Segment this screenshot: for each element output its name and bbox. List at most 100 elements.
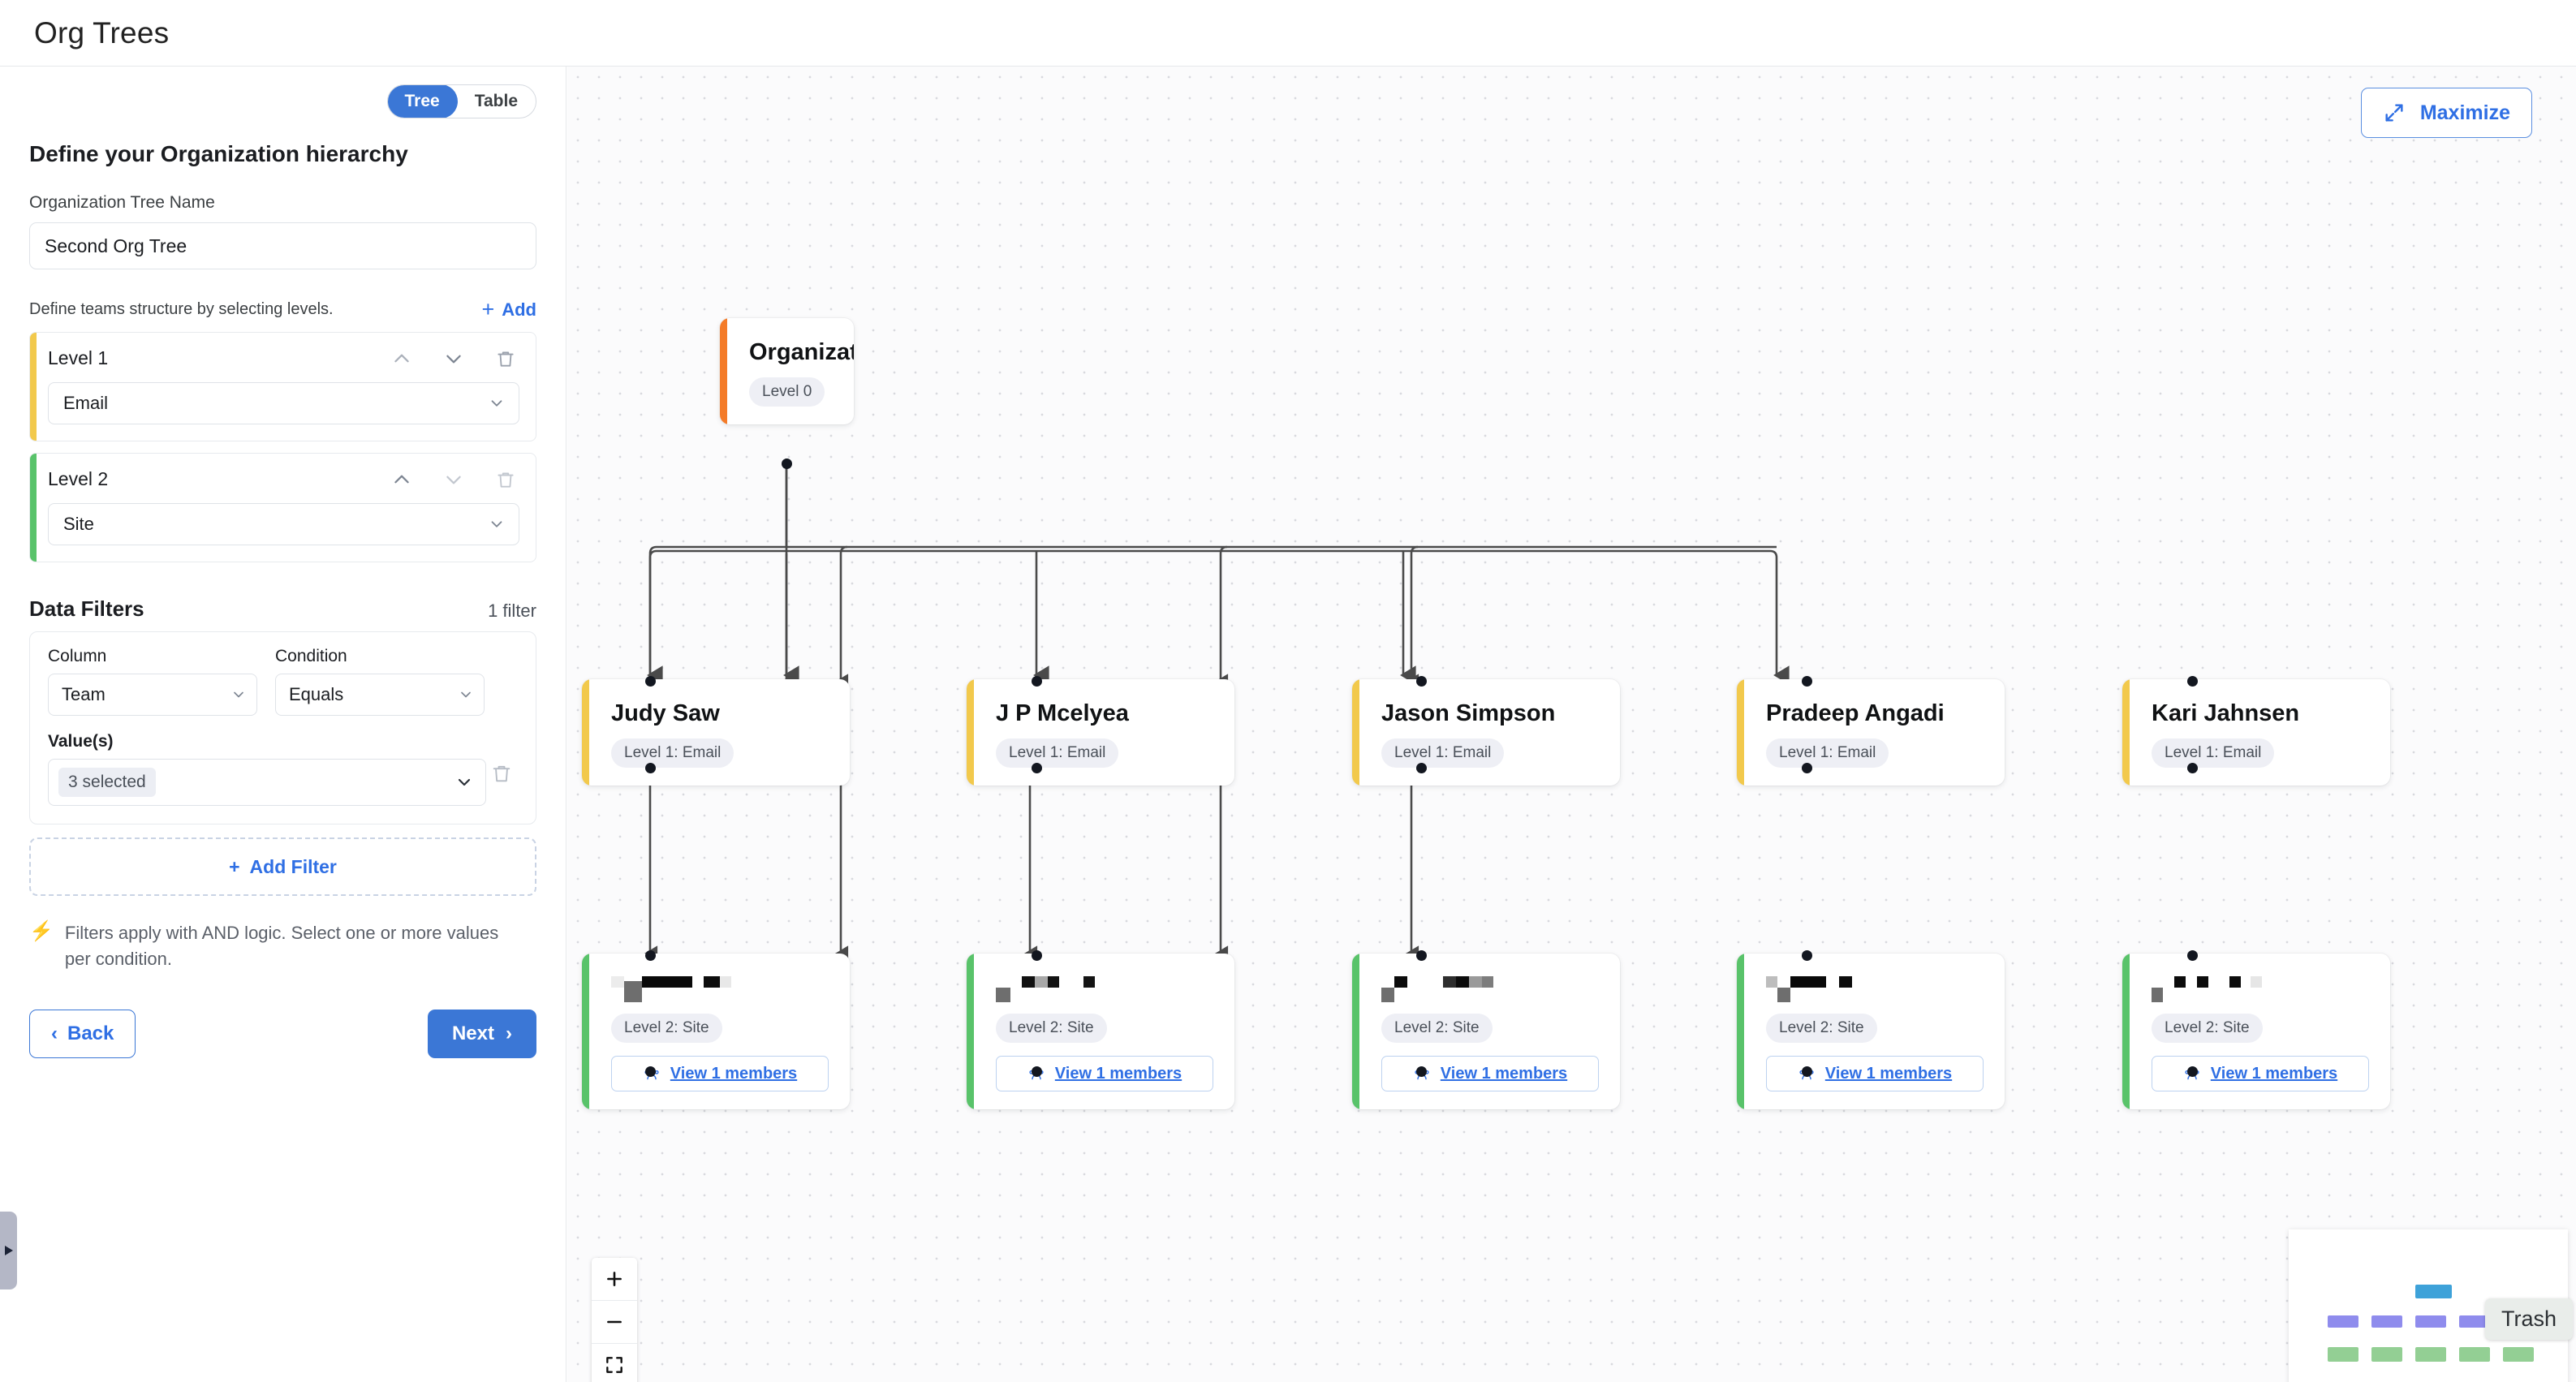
filter-card: Column Team Condition Equals Value(s) 3 …: [29, 631, 536, 824]
org-node-level1[interactable]: Pradeep Angadi Level 1: Email: [1737, 679, 2005, 786]
delete-filter-icon[interactable]: [490, 762, 513, 789]
tree-name-label: Organization Tree Name: [29, 193, 215, 212]
node-stripe: [1352, 954, 1359, 1109]
org-node-level2[interactable]: Level 2: Site View 1 members: [1737, 954, 2005, 1109]
maximize-icon: [2385, 104, 2403, 122]
node-level-badge: Level 1: Email: [1381, 738, 1505, 768]
org-node-level1[interactable]: Kari Jahnsen Level 1: Email: [2122, 679, 2390, 786]
level-field-select-2[interactable]: Site: [48, 503, 519, 545]
add-filter-button[interactable]: + Add Filter: [29, 837, 536, 896]
node-handle-dot: [645, 950, 656, 961]
node-title: Jason Simpson: [1381, 700, 1556, 726]
node-handle-dot: [1032, 950, 1042, 961]
next-button[interactable]: Next ›: [427, 1009, 536, 1058]
node-level-badge: Level 2: Site: [996, 1014, 1107, 1043]
node-title: Judy Saw: [611, 700, 720, 726]
condition-label: Condition: [275, 647, 347, 665]
filter-logic-text: Filters apply with AND logic. Select one…: [64, 923, 499, 969]
plus-icon: +: [229, 855, 240, 877]
node-stripe: [967, 954, 974, 1109]
node-handle-dot: [1802, 676, 1812, 687]
tree-name-input[interactable]: Second Org Tree: [29, 222, 536, 269]
tab-table[interactable]: Table: [474, 92, 518, 110]
back-label: Back: [67, 1022, 114, 1044]
panel-expand-handle[interactable]: [0, 1212, 17, 1289]
view-members-button[interactable]: View 1 members: [2152, 1056, 2369, 1091]
filter-count: 1 filter: [488, 601, 536, 621]
org-node-level1[interactable]: Jason Simpson Level 1: Email: [1352, 679, 1620, 786]
zoom-out-button[interactable]: [592, 1301, 637, 1344]
view-members-button[interactable]: View 1 members: [1381, 1056, 1599, 1091]
org-node-level2[interactable]: Level 2: Site View 1 members: [967, 954, 1234, 1109]
tab-tree[interactable]: Tree: [387, 85, 458, 118]
chevron-down-icon: [491, 400, 502, 407]
node-handle-dot: [2187, 950, 2198, 961]
zoom-in-button[interactable]: [592, 1258, 637, 1301]
node-level-badge: Level 0: [749, 377, 825, 407]
org-chart-canvas[interactable]: Maximize: [567, 67, 2576, 1382]
chevron-left-icon: ‹: [51, 1022, 58, 1044]
chevron-down-icon: [234, 691, 243, 698]
node-title: Organization: [749, 339, 854, 365]
fit-view-button[interactable]: [592, 1344, 637, 1382]
org-node-level1[interactable]: J P Mcelyea Level 1: Email: [967, 679, 1234, 786]
org-node-level2[interactable]: Level 2: Site View 1 members: [2122, 954, 2390, 1109]
view-members-button[interactable]: View 1 members: [996, 1056, 1213, 1091]
level-card-2[interactable]: Level 2 Site: [29, 453, 536, 562]
plus-icon: [607, 1272, 622, 1286]
node-stripe: [967, 679, 974, 786]
org-node-level2[interactable]: Level 2: Site View 1 members: [1352, 954, 1620, 1109]
delete-level-icon[interactable]: [495, 348, 516, 369]
view-members-button[interactable]: View 1 members: [611, 1056, 829, 1091]
node-handle-dot: [645, 676, 656, 687]
level-card-1[interactable]: Level 1 Email: [29, 332, 536, 441]
minus-icon: [607, 1320, 622, 1324]
org-node-level1[interactable]: Judy Saw Level 1: Email: [582, 679, 850, 786]
node-stripe: [1737, 679, 1744, 786]
minimap-node-level2: [2328, 1347, 2358, 1362]
node-level-badge: Level 1: Email: [1766, 738, 1889, 768]
levels-hint: Define teams structure by selecting leve…: [29, 300, 334, 318]
node-handle-dot: [2187, 676, 2198, 687]
play-triangle-icon: [4, 1246, 13, 1255]
level-name: Level 2: [48, 468, 109, 489]
filter-values-select[interactable]: 3 selected: [48, 759, 486, 806]
node-title: J P Mcelyea: [996, 700, 1129, 726]
add-level-button[interactable]: + Add: [481, 299, 536, 321]
org-node-root[interactable]: Organization Level 0: [720, 318, 854, 424]
node-stripe: [1737, 954, 1744, 1109]
filter-logic-hint: ⚡ Filters apply with AND logic. Select o…: [29, 920, 516, 972]
node-level-badge: Level 1: Email: [2152, 738, 2275, 768]
minimap-node-level2: [2459, 1347, 2490, 1362]
zoom-controls[interactable]: [592, 1258, 637, 1382]
move-down-icon[interactable]: [443, 469, 464, 490]
node-handle-dot: [1416, 763, 1427, 773]
view-mode-toggle[interactable]: Tree Table: [386, 84, 536, 118]
minimap-node-level1: [2328, 1315, 2358, 1328]
back-button[interactable]: ‹ Back: [29, 1009, 136, 1058]
level-name: Level 1: [48, 347, 109, 368]
filter-column-select[interactable]: Team: [48, 674, 257, 716]
next-label: Next: [451, 1022, 494, 1044]
delete-level-icon[interactable]: [495, 469, 516, 490]
level-field-select-1[interactable]: Email: [48, 382, 519, 424]
move-up-icon[interactable]: [391, 348, 412, 369]
chevron-down-icon: [491, 521, 502, 527]
redacted-node-title: [611, 975, 829, 1002]
node-title: Kari Jahnsen: [2152, 700, 2300, 726]
move-down-icon[interactable]: [443, 348, 464, 369]
selected-values-chip: 3 selected: [58, 768, 156, 797]
move-up-icon[interactable]: [391, 469, 412, 490]
node-stripe: [1352, 679, 1359, 786]
column-label: Column: [48, 647, 107, 665]
lightning-icon: ⚡: [29, 920, 54, 942]
node-handle-dot: [1802, 763, 1812, 773]
maximize-button[interactable]: Maximize: [2360, 88, 2532, 138]
filter-condition-select[interactable]: Equals: [275, 674, 485, 716]
data-filters-header: Data Filters 1 filter: [29, 596, 536, 622]
node-stripe: [2122, 954, 2130, 1109]
org-node-level2[interactable]: Level 2: Site View 1 members: [582, 954, 850, 1109]
level-stripe: [30, 333, 37, 441]
minimap-node-level2: [2371, 1347, 2402, 1362]
view-members-button[interactable]: View 1 members: [1766, 1056, 1984, 1091]
